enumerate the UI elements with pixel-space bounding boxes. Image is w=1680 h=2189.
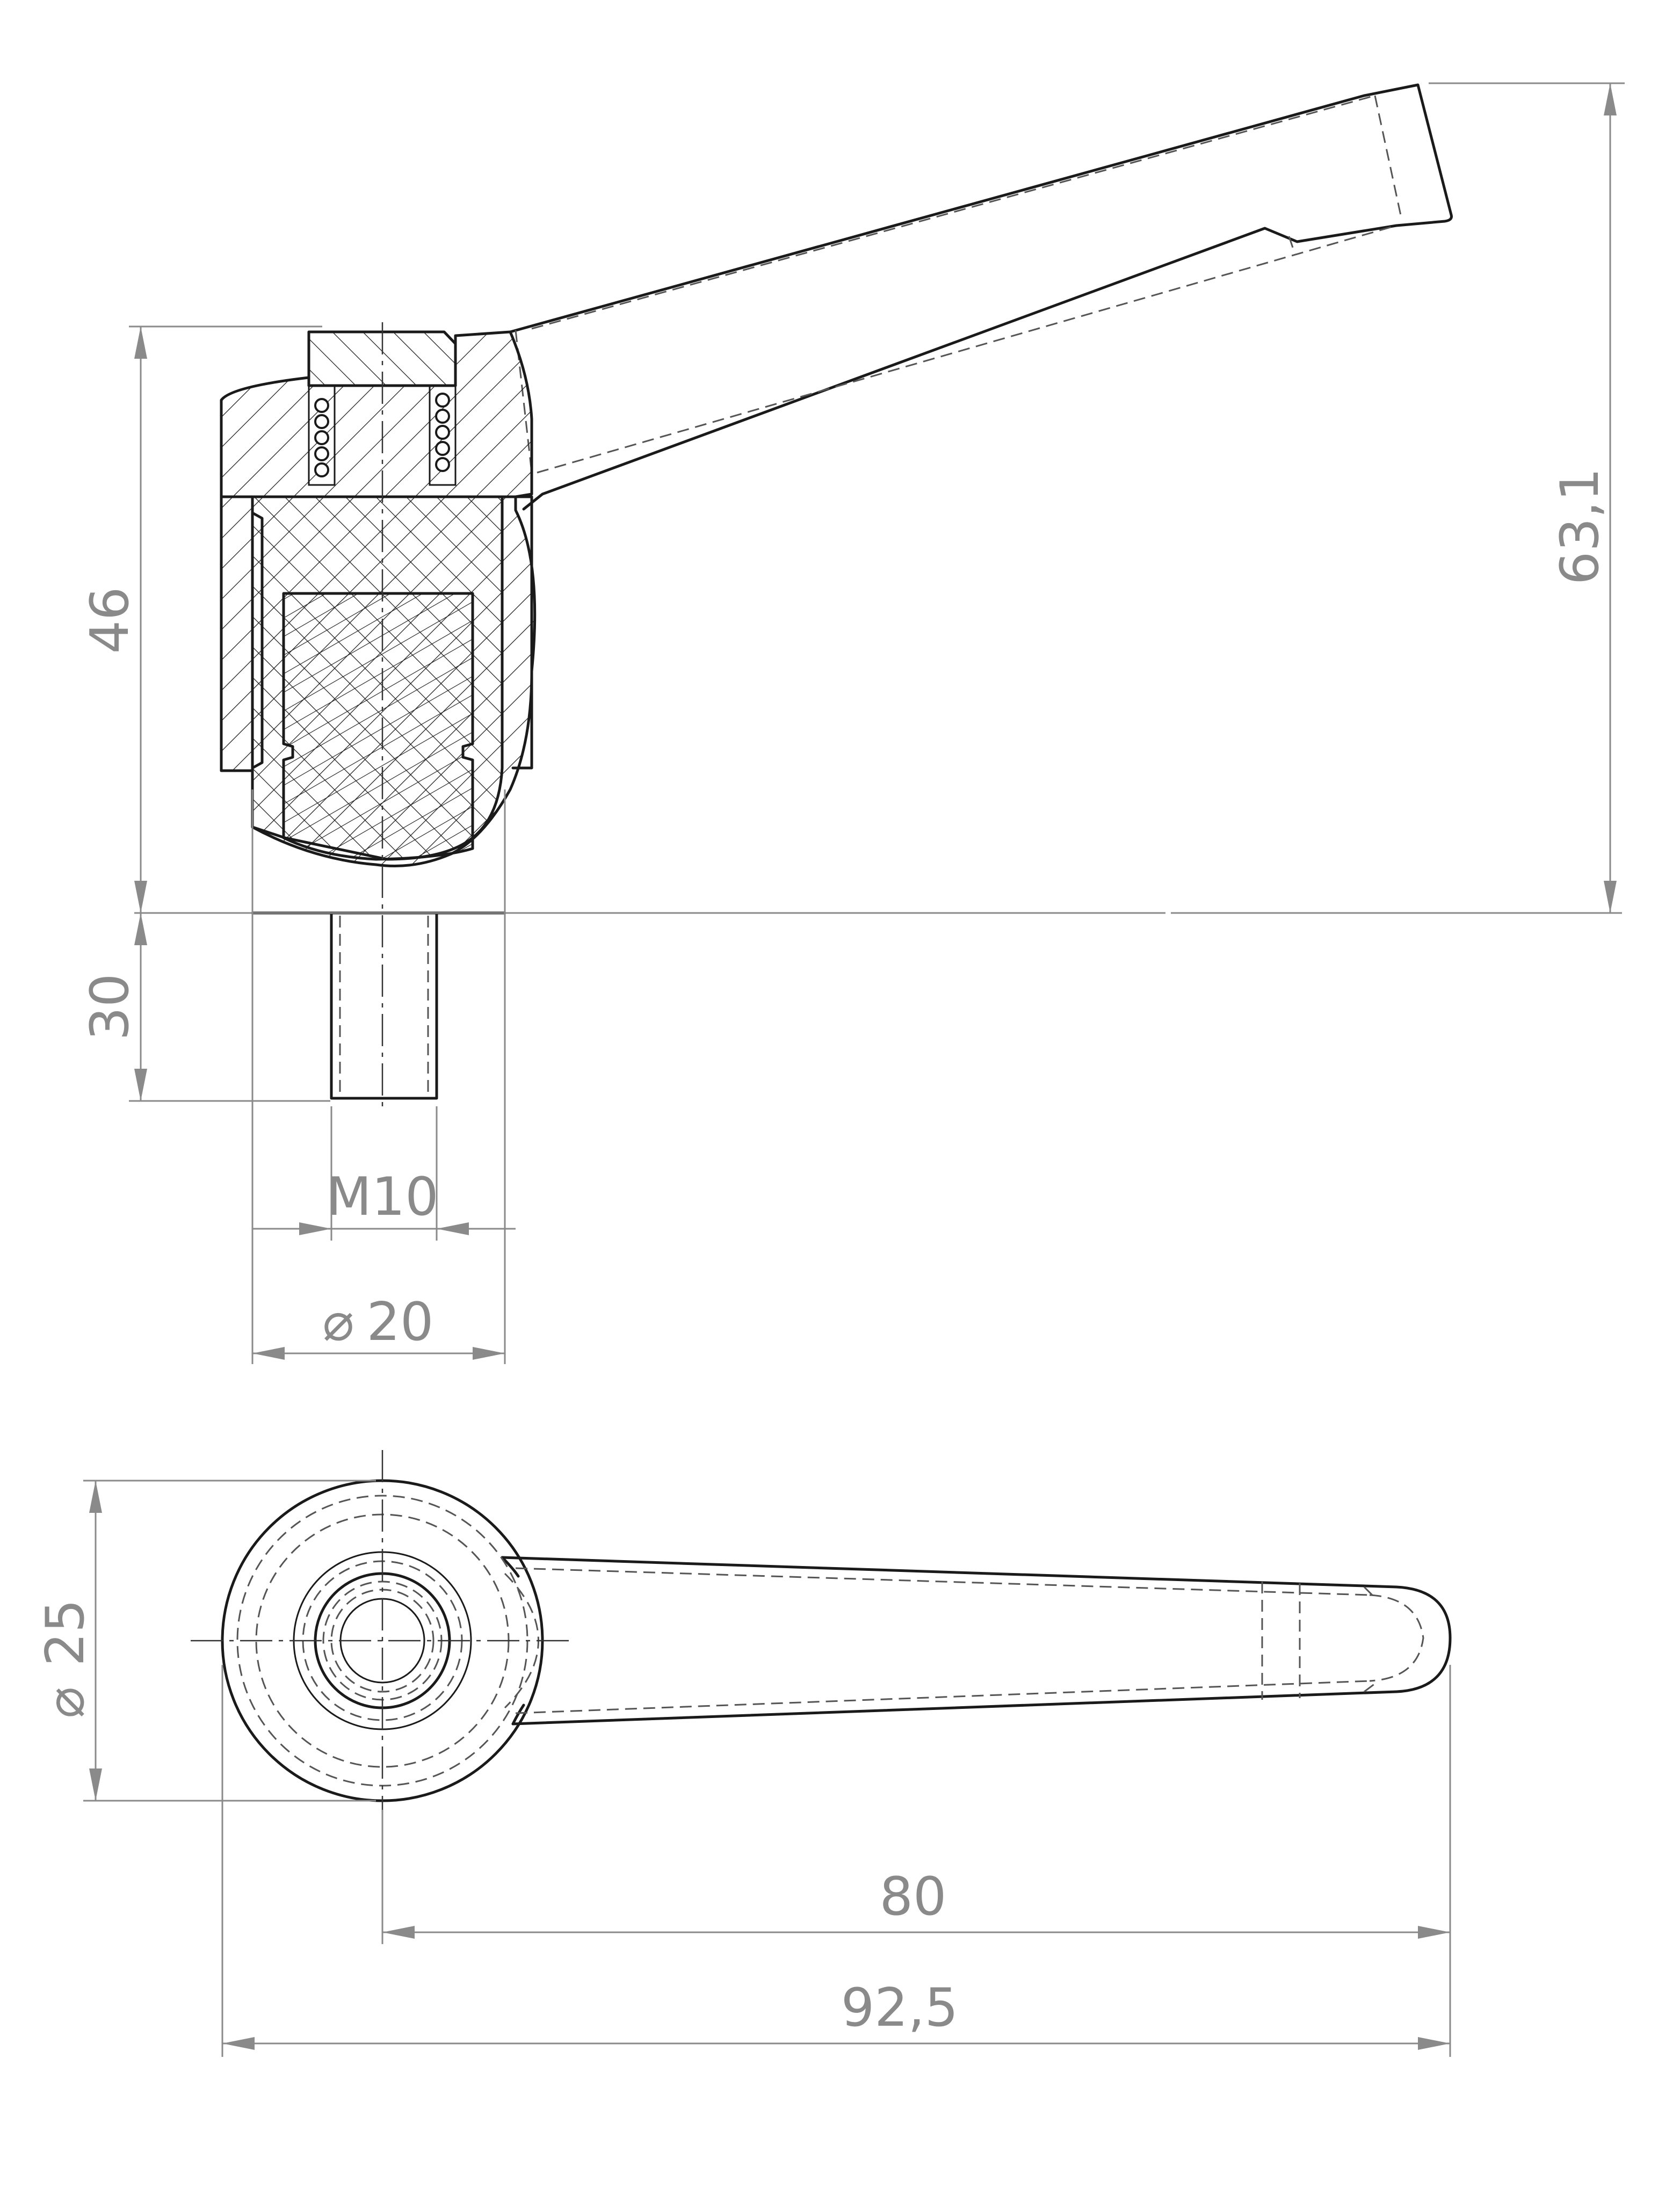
dim-top-diameter-label: ⌀ 25 xyxy=(35,1599,96,1719)
spring-right xyxy=(435,393,450,472)
dim-hub-diameter-label: ⌀ 20 xyxy=(322,1292,433,1353)
dim-height-body: 46 xyxy=(79,587,141,654)
lever-hidden-lines xyxy=(515,95,1403,474)
spring-left xyxy=(314,398,329,477)
top-lever-hidden xyxy=(515,1567,1424,1714)
dimension-arrows-top xyxy=(89,1481,1450,2050)
dim-stud-length: 30 xyxy=(79,974,141,1041)
dim-height-total: 63,1 xyxy=(1549,468,1611,585)
dimension-arrows-front xyxy=(134,83,1617,1360)
stud-thread-lines xyxy=(339,916,429,1093)
dim-length-total: 92,5 xyxy=(841,1977,958,2039)
diameter-symbol-20: ⌀ xyxy=(322,1292,354,1353)
front-section-view: 46 30 63,1 M10 ⌀ 20 xyxy=(79,82,1625,1364)
dim-hub-diameter: 20 xyxy=(367,1292,434,1353)
threaded-stud xyxy=(330,911,438,1100)
top-lever-outline xyxy=(501,1556,1452,1726)
dimension-lines-top xyxy=(83,1480,1451,2057)
threaded-insert-section xyxy=(282,592,474,861)
dim-top-diameter: 25 xyxy=(35,1599,96,1666)
shoulder-lines xyxy=(220,495,533,772)
lever-arm-outline xyxy=(509,83,1453,511)
top-view: ⌀ 25 80 92,5 xyxy=(35,1450,1452,2057)
dim-thread: M10 xyxy=(326,1166,438,1228)
dimension-lines-front xyxy=(129,82,1625,1364)
spring-pocket-left xyxy=(308,385,336,486)
dim-length-to-tip: 80 xyxy=(880,1866,947,1927)
diameter-symbol-25: ⌀ xyxy=(35,1686,96,1718)
spring-pocket-right xyxy=(429,385,457,486)
